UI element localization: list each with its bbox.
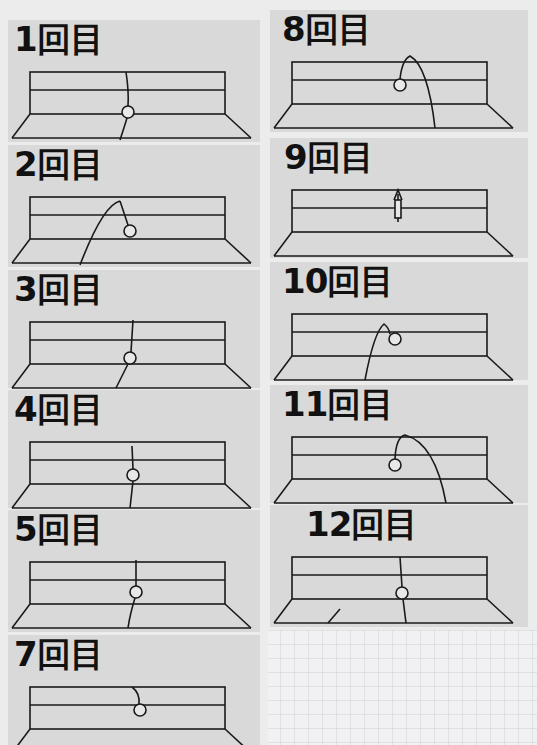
trial-label: 12回目 xyxy=(306,507,417,541)
trial-label: 10回目 xyxy=(282,264,393,298)
trial-label: 1回目 xyxy=(14,22,103,56)
trial-label: 3回目 xyxy=(14,272,103,306)
trial-label: 7回目 xyxy=(14,637,103,671)
trial-label: 4回目 xyxy=(14,392,103,426)
trial-label: 2回目 xyxy=(14,147,103,181)
trial-label: 9回目 xyxy=(284,140,373,174)
trial-label: 11回目 xyxy=(282,387,393,421)
trial-label: 5回目 xyxy=(14,512,103,546)
trial-label: 8回目 xyxy=(282,12,371,46)
